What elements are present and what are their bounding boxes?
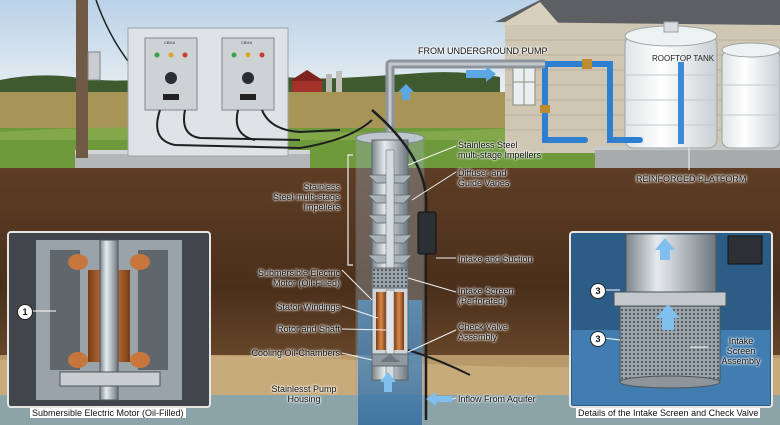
panel-cables [156, 109, 373, 150]
label-from-pump: FROM UNDERGROUND PUMP [418, 46, 548, 56]
badge-intake-mid: 3 [590, 331, 606, 347]
label-cooling: Cooling Oil-Chambers [251, 348, 340, 358]
second-tank [721, 42, 780, 149]
blue-pipes [540, 59, 643, 143]
intake-inset [569, 231, 773, 408]
badge-motor: 1 [17, 304, 33, 320]
label-inflow: Inflow From Aquifer [458, 394, 536, 404]
label-impellers-left: Stainless Steel multi-stage Impellers [272, 182, 340, 212]
right-panel-tag: CBHA [241, 40, 253, 45]
submersible-cable [371, 109, 471, 420]
caption-motor-inset: Submersible Electric Motor (Oil-Filled) [30, 408, 186, 418]
label-diffuser: Diffuser and Guide Vanes [458, 168, 510, 188]
label-rotor: Rotor and Shaft [276, 324, 340, 334]
label-check-valve: Check Valve Assembly [458, 322, 508, 342]
pump-body [367, 139, 413, 381]
label-reinforced-platform: REINFORCED PLATFORM [636, 174, 747, 184]
motor-inset [7, 231, 211, 408]
control-panel-right [221, 37, 275, 111]
flow-arrows [398, 66, 496, 100]
leader-lines [341, 145, 690, 400]
badge-intake-top: 3 [590, 283, 606, 299]
label-housing: Stainlesst Pump Housing [271, 384, 337, 404]
label-impellers-right: Stainless Steel multi-stage Impellers [458, 140, 542, 160]
label-stator: Stator Windings [276, 302, 340, 312]
left-panel-tag: CBHA [164, 40, 176, 45]
utility-pole [76, 0, 88, 158]
label-rooftop-tank: ROOFTOP TANK [652, 54, 715, 63]
label-intake-screen-assembly: Intake Screen Assembly [721, 336, 761, 366]
label-intake-suction: Intake and Suction [458, 254, 533, 264]
control-panel-left [144, 37, 198, 111]
inflow-arrows [380, 372, 452, 406]
label-intake-screen: Intake Screen (Perforated) [458, 286, 514, 306]
caption-intake-inset: Details of the Intake Screen and Check V… [576, 408, 761, 418]
label-motor: Submersible Electric Motor (Oil-Filled) [257, 268, 340, 288]
bracket-left [347, 154, 353, 266]
rooftop-tank [624, 21, 718, 149]
